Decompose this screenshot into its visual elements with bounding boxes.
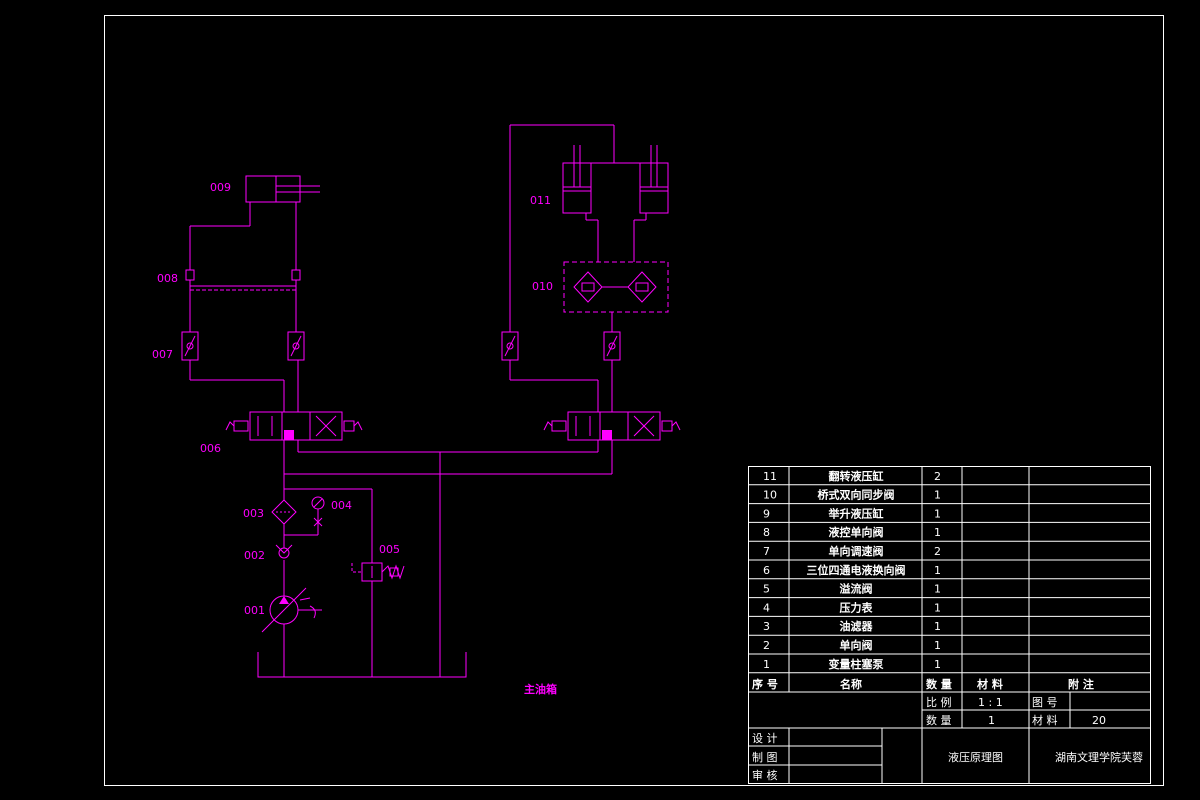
flip-cylinder-011-symbol — [562, 145, 669, 214]
label-007: 007 — [152, 348, 173, 361]
directional-valve-006-right-symbol — [543, 411, 681, 441]
part-no: 4 — [763, 601, 770, 614]
drawing-no-label: 图 号 — [1032, 696, 1058, 709]
sync-valve-010-symbol — [563, 261, 669, 313]
part-no: 6 — [763, 564, 770, 577]
header-material: 材 料 — [977, 677, 1003, 691]
tank-label: 主油箱 — [524, 682, 557, 696]
part-name: 单向调速阀 — [829, 544, 884, 558]
review-label: 审 核 — [752, 768, 778, 782]
part-qty: 1 — [934, 658, 941, 671]
part-name: 单向阀 — [840, 638, 873, 652]
header-name: 名称 — [840, 677, 862, 691]
filter-003-symbol — [271, 499, 297, 525]
part-qty: 1 — [934, 507, 941, 520]
part-qty: 2 — [934, 470, 941, 483]
header-note: 附 注 — [1068, 677, 1094, 691]
part-qty: 1 — [934, 620, 941, 633]
part-no: 5 — [763, 583, 770, 596]
part-qty: 1 — [934, 583, 941, 596]
part-name: 溢流阀 — [840, 582, 873, 596]
header-no: 序 号 — [752, 677, 778, 691]
right-circuit: 011 010 — [501, 124, 681, 441]
part-name: 压力表 — [840, 600, 874, 614]
part-qty: 1 — [934, 601, 941, 614]
part-qty: 1 — [934, 564, 941, 577]
material-value: 20 — [1092, 714, 1106, 727]
label-005: 005 — [379, 543, 400, 556]
part-qty: 2 — [934, 545, 941, 558]
part-no: 1 — [763, 658, 770, 671]
part-no: 9 — [763, 507, 770, 520]
part-name: 液控单向阀 — [829, 525, 884, 539]
part-no: 3 — [763, 620, 770, 633]
design-label: 设 计 — [752, 732, 778, 745]
part-no: 10 — [763, 489, 777, 502]
throttle-valve-007-right-symbol — [501, 331, 621, 361]
drawing-frame — [104, 15, 1164, 786]
label-002: 002 — [244, 549, 265, 562]
part-no: 7 — [763, 545, 770, 558]
part-no: 2 — [763, 639, 770, 652]
lift-cylinder-009-symbol — [245, 175, 320, 203]
directional-valve-006-left-symbol — [225, 411, 363, 441]
count-value: 1 — [988, 714, 995, 727]
label-003: 003 — [243, 507, 264, 520]
oil-tank — [257, 652, 467, 678]
part-qty: 1 — [934, 526, 941, 539]
label-004: 004 — [331, 499, 352, 512]
material-label: 材 料 — [1032, 713, 1058, 727]
throttle-valve-007-symbol — [181, 331, 305, 361]
label-008: 008 — [157, 272, 178, 285]
scale-value: 1 : 1 — [978, 696, 1003, 709]
header-qty: 数 量 — [926, 677, 952, 691]
label-010: 010 — [532, 280, 553, 293]
relief-valve-005-symbol — [351, 562, 405, 582]
check-valve-008-symbol — [185, 269, 301, 291]
part-no: 8 — [763, 526, 770, 539]
school-name: 湖南文理学院芙蓉 — [1055, 750, 1143, 764]
label-009: 009 — [210, 181, 231, 194]
scale-label: 比 例 — [926, 695, 952, 709]
left-circuit: 009 008 007 006 003 004 002 005 001 主油箱 — [152, 175, 613, 696]
part-name: 变量柱塞泵 — [829, 657, 884, 671]
part-name: 桥式双向同步阀 — [818, 488, 895, 502]
part-qty: 1 — [934, 639, 941, 652]
draw-label: 制 图 — [752, 751, 778, 764]
part-no: 11 — [763, 470, 777, 483]
label-006: 006 — [200, 442, 221, 455]
part-name: 油滤器 — [840, 619, 874, 633]
part-qty: 1 — [934, 489, 941, 502]
pump-001-symbol — [261, 587, 322, 633]
drawing-title: 液压原理图 — [948, 750, 1003, 764]
part-name: 翻转液压缸 — [829, 469, 884, 483]
label-011: 011 — [530, 194, 551, 207]
part-name: 举升液压缸 — [828, 506, 884, 520]
part-name: 三位四通电液换向阀 — [807, 563, 906, 577]
count-label: 数 量 — [926, 714, 952, 727]
label-001: 001 — [244, 604, 265, 617]
pressure-gauge-004-symbol — [284, 496, 325, 536]
